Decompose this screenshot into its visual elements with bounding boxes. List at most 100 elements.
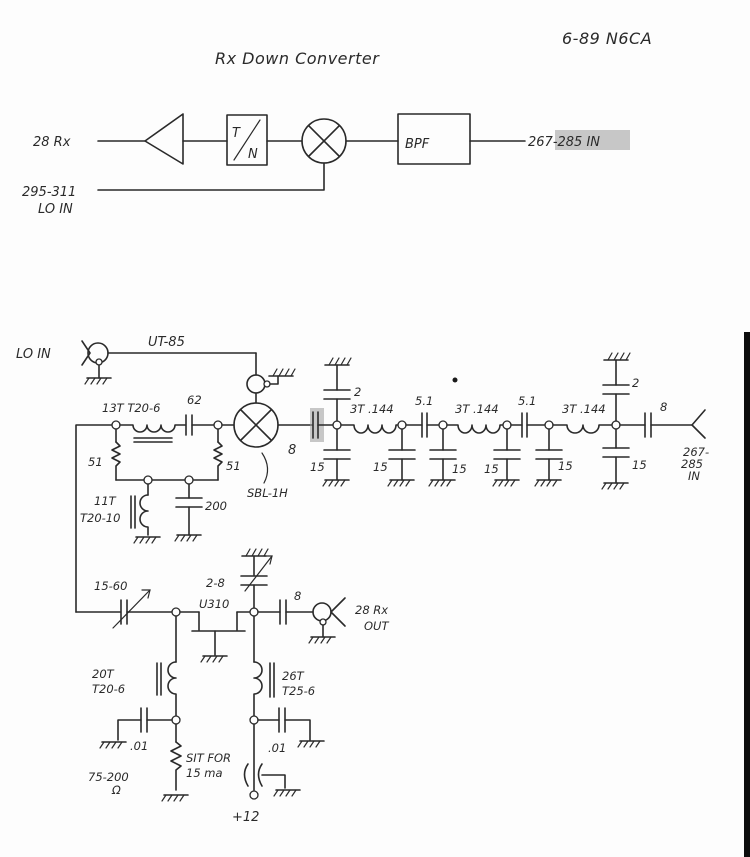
date-author: 6-89 N6CA <box>562 29 652 48</box>
shunt-cap-3 <box>429 449 457 460</box>
node <box>171 607 181 617</box>
node <box>213 420 223 430</box>
coax-connector <box>246 374 266 394</box>
mixer-symbol <box>301 118 347 164</box>
ground-icon <box>161 794 189 802</box>
scan-edge <box>744 332 750 857</box>
ground-icon <box>99 741 127 749</box>
mixer-label: SBL-1H <box>247 486 288 500</box>
filter-coil-1 <box>340 424 399 434</box>
ground-icon <box>603 352 631 361</box>
series-cap-label: 5.1 <box>518 394 536 408</box>
block-output-label: 267-285 IN <box>528 135 600 150</box>
node <box>249 715 259 725</box>
shunt-cap-1 <box>323 449 351 460</box>
trimmer-arrowhead <box>263 555 273 565</box>
amp-output-label-line1: 28 Rx <box>355 603 388 617</box>
ground-icon <box>322 479 350 487</box>
lo-input-section: LO IN UT-85 <box>16 335 296 404</box>
node <box>332 420 342 430</box>
shunt-cap-6 <box>602 447 630 458</box>
node <box>397 420 407 430</box>
trimmer-drain-label: 2-8 <box>206 576 225 590</box>
resistor-right <box>213 441 223 481</box>
mixer-section: 13T T20-6 62 SBL-1H 51 51 11T <box>75 393 288 613</box>
ground-icon <box>428 479 456 487</box>
top-cap-right <box>602 384 630 395</box>
cap-62-label: 62 <box>187 393 202 407</box>
output-connector-symbol <box>691 409 706 439</box>
block-lo-label-line1: 295-311 <box>22 185 76 200</box>
filter-coil-2 <box>446 424 504 434</box>
shunt-cap-2 <box>388 449 416 460</box>
inductor-26t <box>253 661 263 717</box>
shunt-cap-5 <box>535 449 563 460</box>
header: Rx Down Converter 6-89 N6CA <box>215 29 652 68</box>
wire <box>117 719 142 741</box>
trimmer-arrowhead <box>141 589 151 599</box>
shield-node <box>319 618 327 626</box>
shield-node <box>263 380 271 388</box>
node <box>171 715 181 725</box>
coax-connector <box>312 602 332 622</box>
shunt-cap-label: 15 <box>373 460 388 474</box>
filter-input-cap-label: 8 <box>288 443 296 458</box>
ground-icon <box>601 482 629 490</box>
supply-label: +12 <box>232 810 259 825</box>
output-connector-symbol <box>330 597 346 627</box>
coupling-cap-label: 8 <box>294 589 301 603</box>
inductor-label-line2: T20-10 <box>80 511 120 525</box>
feedthrough-cap <box>257 763 263 787</box>
source-res-range: 75-200 <box>88 770 129 784</box>
node <box>184 475 194 485</box>
if-amplifier: 15-60 U310 2-8 8 28 Rx OUT <box>75 548 389 825</box>
coil-label: 3T .144 <box>455 402 499 416</box>
output-cap-label: 8 <box>660 400 667 414</box>
cap-200 <box>175 497 203 508</box>
source-resistor <box>170 741 182 791</box>
shunt-cap-label: 15 <box>310 460 325 474</box>
supply-terminal <box>249 790 259 800</box>
source-res-label-line2: 15 ma <box>186 766 223 780</box>
trimmer-input-label: 15-60 <box>94 579 127 593</box>
ground-icon <box>492 479 520 487</box>
mixer-symbol <box>233 402 279 448</box>
label-leader <box>261 452 269 484</box>
ground-icon <box>308 636 336 644</box>
diagram-title: Rx Down Converter <box>215 49 380 68</box>
connector-symbol <box>81 340 91 366</box>
res-right-label: 51 <box>226 459 241 473</box>
bypass-left-label: .01 <box>130 739 148 753</box>
node <box>249 607 259 617</box>
bypass-right-label: .01 <box>268 741 286 755</box>
shunt-cap-4 <box>493 449 521 460</box>
wire <box>261 774 286 789</box>
trimmer-arrow <box>112 589 151 629</box>
shunt-cap-label: 15 <box>558 459 573 473</box>
scan-smudge <box>555 130 630 150</box>
tn-block-bottom-text: N <box>248 147 258 162</box>
bandpass-filter: 8 2 15 3T .144 15 5.1 15 <box>277 352 709 490</box>
transformer-label: 13T T20-6 <box>102 401 160 415</box>
top-cap-left-label: 2 <box>354 385 361 399</box>
ground-icon <box>297 740 325 748</box>
block-lo-label-line2: LO IN <box>38 202 73 217</box>
filter-output-label-line3: IN <box>688 469 700 483</box>
wire <box>284 719 311 741</box>
source-res-label-line1: SIT FOR <box>186 751 231 765</box>
wire <box>269 375 279 385</box>
coil-label: 3T .144 <box>562 402 606 416</box>
shunt-cap-label: 15 <box>632 458 647 472</box>
ground-icon <box>387 479 415 487</box>
trimmer-arrow <box>244 555 273 592</box>
filter-output-label-line2: 285 <box>681 457 703 471</box>
node <box>502 420 512 430</box>
ground-icon <box>174 534 202 542</box>
fet-label: U310 <box>199 597 229 611</box>
ground-icon <box>241 548 269 557</box>
node <box>544 420 554 430</box>
ground-icon <box>200 655 228 663</box>
transformer-coil <box>119 424 186 433</box>
inductor-label-line1: 11T <box>94 494 117 508</box>
